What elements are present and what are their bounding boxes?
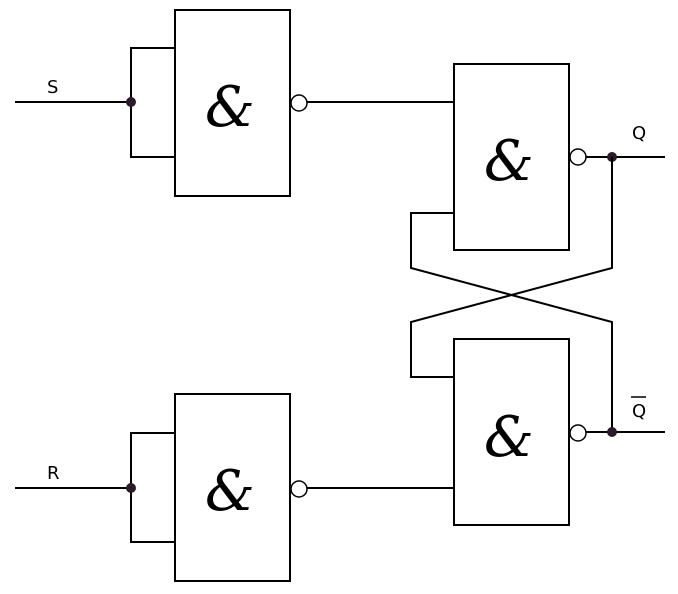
- gate-nand-r-symbol: &: [205, 459, 255, 524]
- gate-nand-q-symbol: &: [484, 129, 534, 194]
- gate-nand-s-symbol: &: [205, 75, 255, 140]
- gate-nand-q: [453, 63, 570, 251]
- label-r: R: [47, 463, 60, 484]
- gate-nand-qbar-symbol: &: [484, 405, 534, 470]
- gate-nand-qbar: [453, 338, 570, 526]
- junction-qbar: [607, 427, 617, 437]
- junction-s: [126, 97, 136, 107]
- gate-nand-qbar-bubble: [569, 424, 587, 442]
- gate-nand-r-bubble: [290, 480, 308, 498]
- label-s: S: [47, 77, 58, 98]
- gate-nand-s: [174, 9, 291, 197]
- gate-nand-q-bubble: [569, 148, 587, 166]
- wire-q-feedback: [410, 157, 613, 378]
- junction-r: [126, 483, 136, 493]
- wire-s-fork: [130, 47, 175, 158]
- gate-nand-s-bubble: [290, 94, 308, 112]
- wire-r-fork: [130, 432, 175, 543]
- wire-qbar-feedback: [410, 212, 613, 432]
- label-qbar: Q: [632, 401, 646, 422]
- label-q: Q: [632, 123, 646, 144]
- gate-nand-r: [174, 393, 291, 582]
